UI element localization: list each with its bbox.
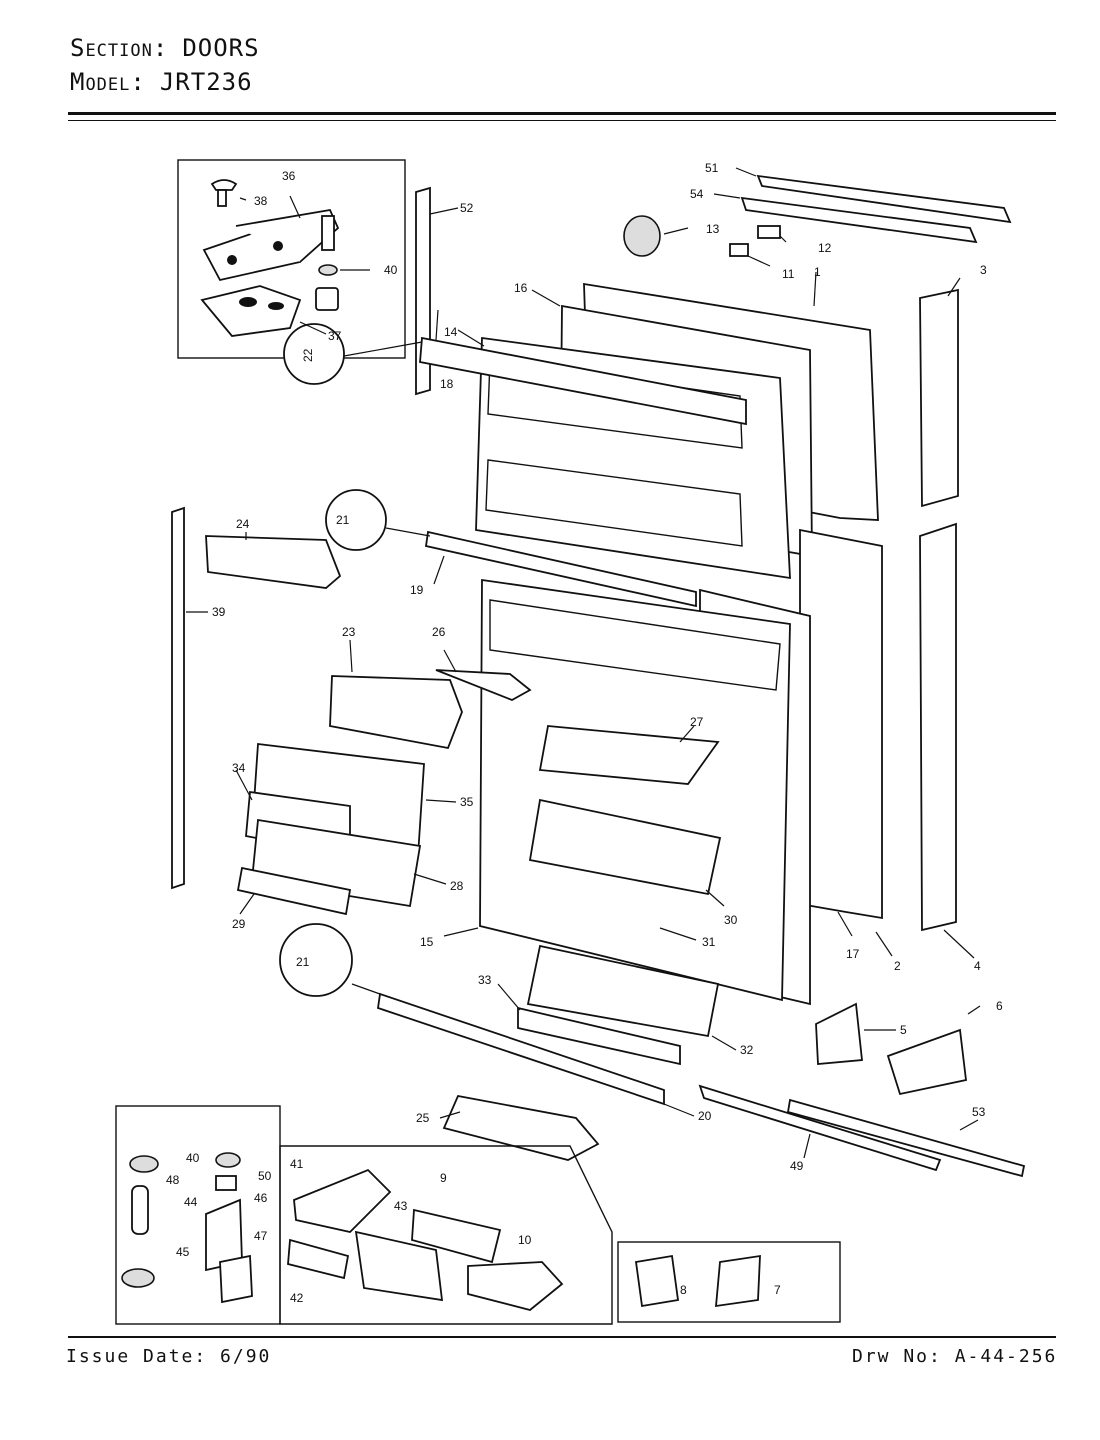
callout-5: 5 — [900, 1023, 907, 1037]
leader-lines — [186, 167, 981, 1159]
callout-18: 18 — [440, 377, 454, 391]
callout-42: 42 — [290, 1291, 304, 1305]
callout-38: 38 — [254, 194, 268, 208]
callout-34: 34 — [232, 761, 246, 775]
issue-date: Issue Date: 6/90 — [66, 1346, 272, 1367]
callout-45: 45 — [176, 1245, 190, 1259]
callout-7: 7 — [774, 1283, 781, 1297]
hinge-plate-54 — [740, 196, 978, 244]
model-line: Model: JRT236 — [70, 68, 253, 96]
callout-14: 14 — [444, 325, 458, 339]
callout-8: 8 — [680, 1283, 687, 1297]
callout-41: 41 — [290, 1157, 304, 1171]
callout-3: 3 — [980, 263, 987, 277]
header-rule-thin — [68, 120, 1056, 121]
drawing-number: Drw No: A-44-256 — [852, 1346, 1058, 1367]
callout-9: 9 — [440, 1171, 447, 1185]
callout-6: 6 — [996, 999, 1003, 1013]
model-label: Model: — [70, 68, 146, 96]
plug-12 — [757, 225, 781, 239]
footer-rule — [68, 1336, 1056, 1338]
lower-hinge-inset — [115, 1105, 281, 1325]
hinge-plate-53 — [786, 1098, 1026, 1178]
callout-21-upper: 21 — [336, 513, 350, 527]
bracket-5 — [815, 1002, 863, 1065]
callout-24: 24 — [236, 517, 250, 531]
callout-30: 30 — [724, 913, 738, 927]
detail-bubble-21-upper — [325, 489, 431, 551]
bin-30 — [528, 798, 722, 896]
callout-11: 11 — [782, 267, 795, 281]
hinge-cover-4 — [919, 522, 957, 932]
callout-39: 39 — [212, 605, 226, 619]
callout-44: 44 — [184, 1195, 198, 1209]
callout-15: 15 — [420, 935, 434, 949]
callout-48: 48 — [166, 1173, 180, 1187]
handle-25 — [442, 1094, 600, 1161]
door-rail-18 — [419, 336, 747, 426]
strip-33 — [517, 1006, 681, 1066]
callout-40-lower: 40 — [186, 1151, 200, 1165]
callout-35: 35 — [460, 795, 474, 809]
callout-33: 33 — [478, 973, 492, 987]
header-rule-thick — [68, 112, 1056, 115]
callout-22: 22 — [301, 348, 315, 362]
callout-13: 13 — [706, 222, 720, 236]
callout-54: 54 — [690, 187, 704, 201]
callout-36: 36 — [282, 169, 296, 183]
callout-21-lower: 21 — [296, 955, 310, 969]
spacer-inset — [617, 1241, 841, 1323]
callout-10: 10 — [518, 1233, 532, 1247]
callout-53: 53 — [972, 1105, 986, 1119]
callout-40-upper: 40 — [384, 263, 398, 277]
callout-20: 20 — [698, 1109, 712, 1123]
callout-28: 28 — [450, 879, 464, 893]
callout-26: 26 — [432, 625, 446, 639]
hinge-plates-inset — [279, 1145, 613, 1325]
callout-50: 50 — [258, 1169, 272, 1183]
detail-bubble-22 — [283, 323, 423, 385]
callout-12: 12 — [818, 241, 832, 255]
hinge-plate-51 — [756, 174, 1012, 224]
section-label: Section: — [70, 34, 169, 62]
callout-47: 47 — [254, 1229, 268, 1243]
cover-6 — [886, 1028, 967, 1096]
callout-27: 27 — [690, 715, 704, 729]
model-value: JRT236 — [159, 68, 253, 96]
callout-31: 31 — [702, 935, 716, 949]
callout-25: 25 — [416, 1111, 430, 1125]
callout-17: 17 — [846, 947, 860, 961]
callout-51: 51 — [705, 161, 719, 175]
strip-29 — [236, 866, 352, 916]
callout-46: 46 — [254, 1191, 268, 1205]
callout-19: 19 — [410, 583, 424, 597]
callout-16: 16 — [514, 281, 528, 295]
clip-26 — [435, 669, 532, 701]
callout-49: 49 — [790, 1159, 804, 1173]
bin-32 — [526, 944, 720, 1038]
trim-strip-39 — [171, 506, 185, 890]
plug-11 — [729, 243, 749, 257]
button-13 — [623, 215, 661, 257]
callout-4: 4 — [974, 959, 981, 973]
shelf-23 — [329, 675, 463, 750]
detail-bubble-21-lower — [279, 923, 381, 997]
callout-1: 1 — [814, 265, 821, 279]
egg-tray-27 — [538, 725, 720, 785]
shelf-24 — [205, 535, 342, 589]
callout-37: 37 — [328, 329, 342, 343]
section-value: DOORS — [182, 34, 260, 62]
callout-32: 32 — [740, 1043, 754, 1057]
callout-52: 52 — [460, 201, 474, 215]
hinge-plate-49 — [698, 1084, 942, 1172]
callout-43: 43 — [394, 1199, 408, 1213]
door-rail-19 — [424, 530, 697, 608]
hinge-cover-3 — [919, 288, 959, 508]
callout-2: 2 — [894, 959, 901, 973]
section-line: Section: DOORS — [70, 34, 260, 62]
callout-29: 29 — [232, 917, 246, 931]
callout-23: 23 — [342, 625, 356, 639]
upper-hinge-inset — [177, 159, 406, 359]
